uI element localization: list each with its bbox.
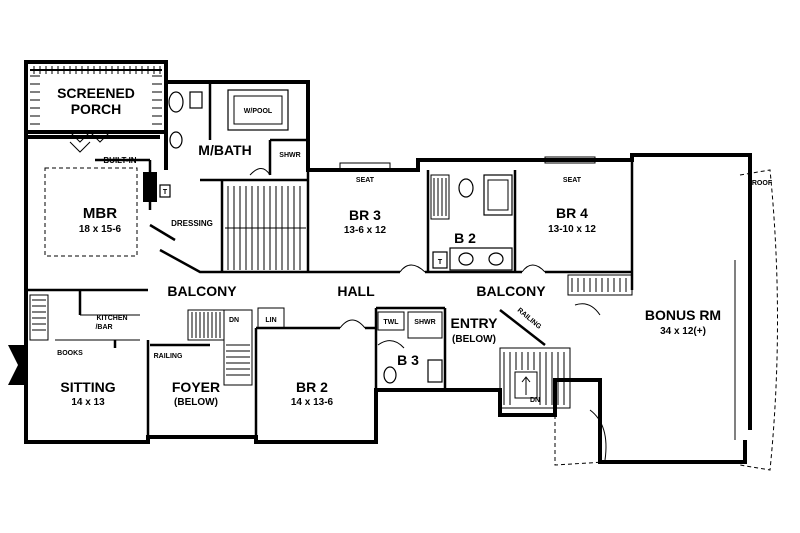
bath-3: TWL SHWR B 3	[376, 306, 447, 390]
br3-label: BR 3	[349, 207, 381, 223]
kitchen-bar-label-1: KITCHEN	[96, 315, 127, 322]
dressing-area: DRESSING	[149, 178, 308, 272]
mbath-label: M/BATH	[198, 142, 251, 158]
bedroom-2: LIN BR 2 14 x 13-6	[254, 307, 378, 437]
sitting-label: SITTING	[60, 379, 115, 395]
dressing-label: DRESSING	[171, 219, 213, 228]
entry-sub-label: (BELOW)	[452, 334, 496, 345]
entry-label: ENTRY	[451, 315, 499, 331]
foyer-label: FOYER	[172, 379, 220, 395]
built-in-label: BUILT-IN	[103, 156, 136, 165]
b2-label: B 2	[454, 230, 476, 246]
balcony-right-label: BALCONY	[476, 283, 546, 299]
master-shower-label: SHWR	[279, 152, 300, 159]
roof-label: ROOF	[752, 180, 773, 187]
br4-dimensions: 13-10 x 12	[548, 224, 596, 235]
down-label-right: DN	[530, 397, 540, 404]
bonus-room-dimensions: 34 x 12(+)	[660, 326, 706, 337]
bedroom-3: SEAT BR 3 13-6 x 12	[339, 162, 391, 236]
screened-porch-label-1: SCREENED	[57, 85, 135, 101]
br3-seat-label: SEAT	[356, 177, 375, 184]
exterior-walls: ROOF	[24, 62, 778, 471]
t-label-master: T	[163, 189, 168, 196]
t-label-b2: T	[438, 259, 443, 266]
br2-dimensions: 14 x 13-6	[291, 397, 334, 408]
screened-porch: SCREENED PORCH	[24, 60, 168, 143]
hall-walls	[159, 160, 634, 296]
screened-porch-label-2: PORCH	[71, 101, 122, 117]
whirlpool-label: W/POOL	[244, 108, 273, 115]
master-bath: W/POOL SHWR M/BATH	[168, 82, 308, 176]
balcony-left-label: BALCONY	[167, 283, 237, 299]
foyer-sub-label: (BELOW)	[174, 397, 218, 408]
br3-dimensions: 13-6 x 12	[344, 225, 387, 236]
railing-right-label: RAILING	[516, 307, 543, 331]
entry-area: RAILING ENTRY (BELOW) DN	[451, 307, 571, 409]
b3-label: B 3	[397, 352, 419, 368]
bath-2: T B 2	[426, 170, 517, 272]
towel-label: TWL	[383, 319, 399, 326]
left-stair: DN RAILING FOYER (BELOW)	[150, 309, 253, 408]
down-label-left: DN	[229, 317, 239, 324]
hall-label: HALL	[337, 283, 375, 299]
mbr-dimensions: 18 x 15-6	[79, 224, 122, 235]
br2-label: BR 2	[296, 379, 328, 395]
br4-label: BR 4	[556, 205, 588, 221]
bonus-room: BONUS RM 34 x 12(+)	[574, 155, 736, 440]
sitting-dimensions: 14 x 13	[71, 397, 105, 408]
master-bedroom: T BUILT-IN MBR 18 x 15-6	[26, 141, 171, 292]
kitchen-bar-label-2: /BAR	[95, 324, 112, 331]
linen-label: LIN	[265, 317, 276, 324]
bedroom-4: SEAT BR 4 13-10 x 12	[544, 156, 596, 235]
sitting-room: SITTING 14 x 13	[60, 340, 150, 437]
b3-shower-label: SHWR	[414, 319, 435, 326]
mbr-label: MBR	[83, 205, 117, 222]
books-label: BOOKS	[57, 350, 83, 357]
br4-seat-label: SEAT	[563, 177, 582, 184]
kitchen-bar: KITCHEN /BAR BOOKS	[8, 290, 140, 385]
bonus-room-label: BONUS RM	[645, 307, 721, 323]
railing-left-label: RAILING	[154, 353, 183, 360]
